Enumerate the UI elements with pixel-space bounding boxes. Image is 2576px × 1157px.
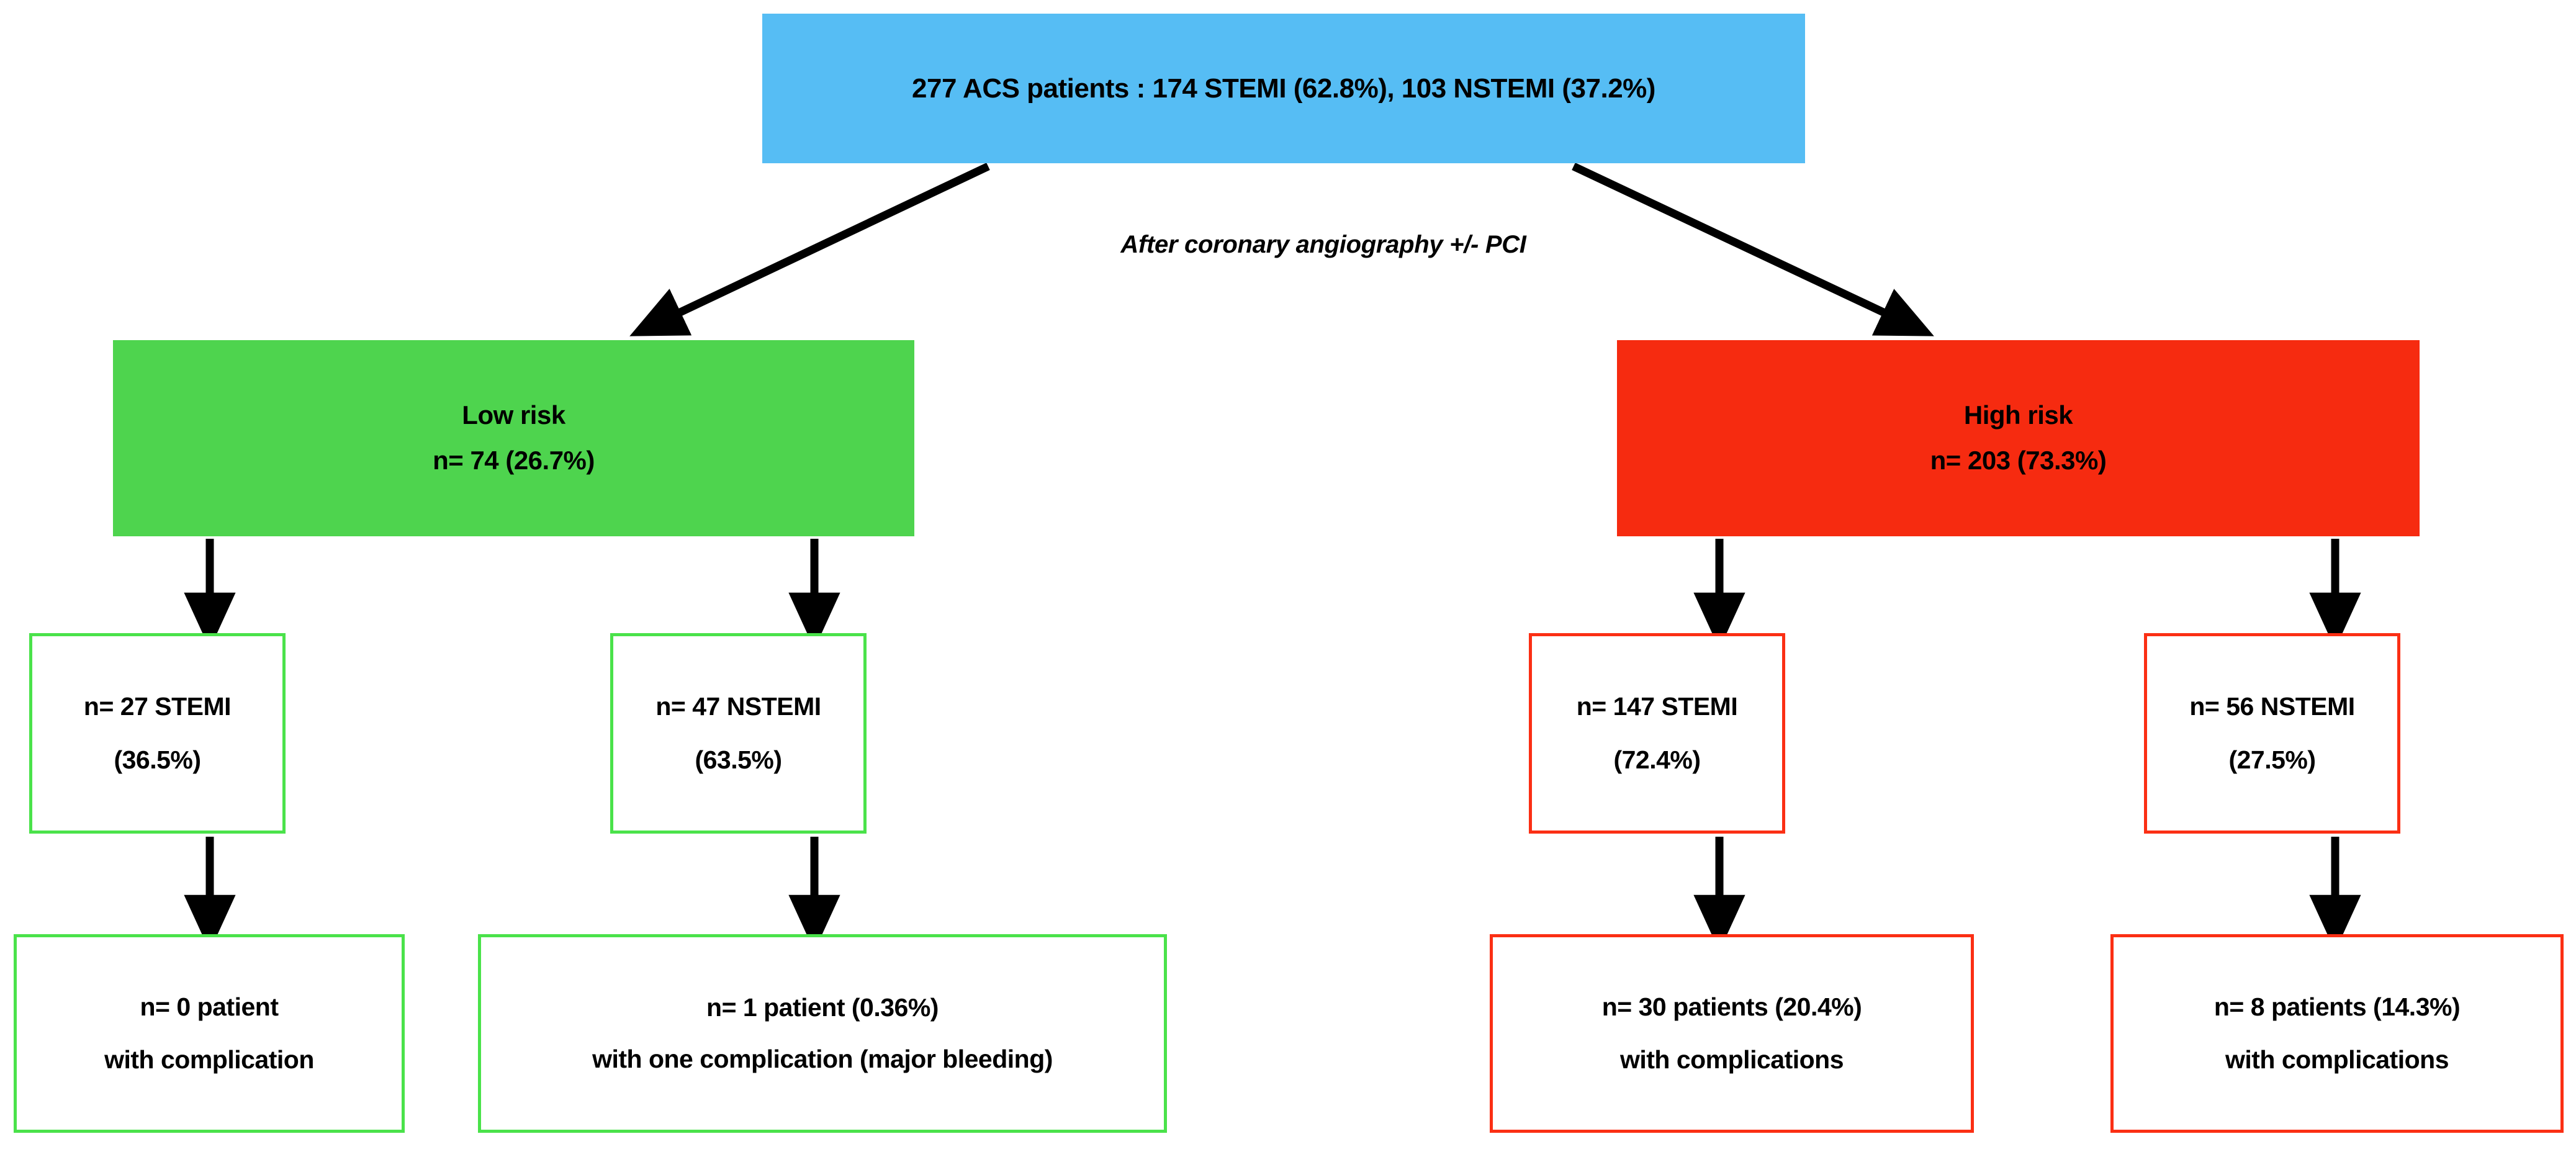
low-risk-nstemi-outcome-count: n= 1 patient (0.36%) xyxy=(706,993,939,1022)
low-risk-count: n= 74 (26.7%) xyxy=(433,446,595,475)
high-risk-stemi-outcome-count: n= 30 patients (20.4%) xyxy=(1601,992,1862,1021)
low-risk-node: Low risk n= 74 (26.7%) xyxy=(113,340,914,536)
high-risk-nstemi-outcome-node: n= 8 patients (14.3%) with complications xyxy=(2110,934,2564,1133)
low-risk-nstemi-count: n= 47 NSTEMI xyxy=(655,692,821,721)
low-risk-stemi-outcome-node: n= 0 patient with complication xyxy=(14,934,405,1133)
low-risk-stemi-pct: (36.5%) xyxy=(114,745,201,774)
low-risk-nstemi-outcome-desc: with one complication (major bleeding) xyxy=(592,1045,1053,1073)
high-risk-nstemi-count: n= 56 NSTEMI xyxy=(2189,692,2355,721)
root-node-acs-patients: 277 ACS patients : 174 STEMI (62.8%), 10… xyxy=(762,14,1805,163)
low-risk-nstemi-node: n= 47 NSTEMI (63.5%) xyxy=(610,633,867,834)
high-risk-nstemi-outcome-desc: with complications xyxy=(2225,1045,2449,1074)
high-risk-nstemi-node: n= 56 NSTEMI (27.5%) xyxy=(2144,633,2400,834)
low-risk-nstemi-pct: (63.5%) xyxy=(695,745,782,774)
high-risk-count: n= 203 (73.3%) xyxy=(1930,446,2107,475)
high-risk-node: High risk n= 203 (73.3%) xyxy=(1617,340,2420,536)
low-risk-stemi-count: n= 27 STEMI xyxy=(83,692,232,721)
low-risk-stemi-node: n= 27 STEMI (36.5%) xyxy=(29,633,286,834)
high-risk-stemi-pct: (72.4%) xyxy=(1613,745,1701,774)
edge-label-after-angiography: After coronary angiography +/- PCI xyxy=(1120,231,1526,258)
high-risk-nstemi-outcome-count: n= 8 patients (14.3%) xyxy=(2213,992,2461,1021)
high-risk-stemi-node: n= 147 STEMI (72.4%) xyxy=(1529,633,1785,834)
high-risk-stemi-outcome-node: n= 30 patients (20.4%) with complication… xyxy=(1490,934,1974,1133)
low-risk-nstemi-outcome-node: n= 1 patient (0.36%) with one complicati… xyxy=(478,934,1167,1133)
high-risk-stemi-outcome-desc: with complications xyxy=(1619,1045,1844,1074)
high-risk-nstemi-pct: (27.5%) xyxy=(2228,745,2316,774)
arrow-root-to-low-risk xyxy=(629,163,990,336)
low-risk-title: Low risk xyxy=(462,400,565,430)
low-risk-stemi-outcome-count: n= 0 patient xyxy=(140,992,279,1021)
root-node-label: 277 ACS patients : 174 STEMI (62.8%), 10… xyxy=(912,73,1655,104)
low-risk-stemi-outcome-desc: with complication xyxy=(104,1045,314,1074)
high-risk-stemi-count: n= 147 STEMI xyxy=(1576,692,1738,721)
high-risk-title: High risk xyxy=(1963,400,2073,430)
